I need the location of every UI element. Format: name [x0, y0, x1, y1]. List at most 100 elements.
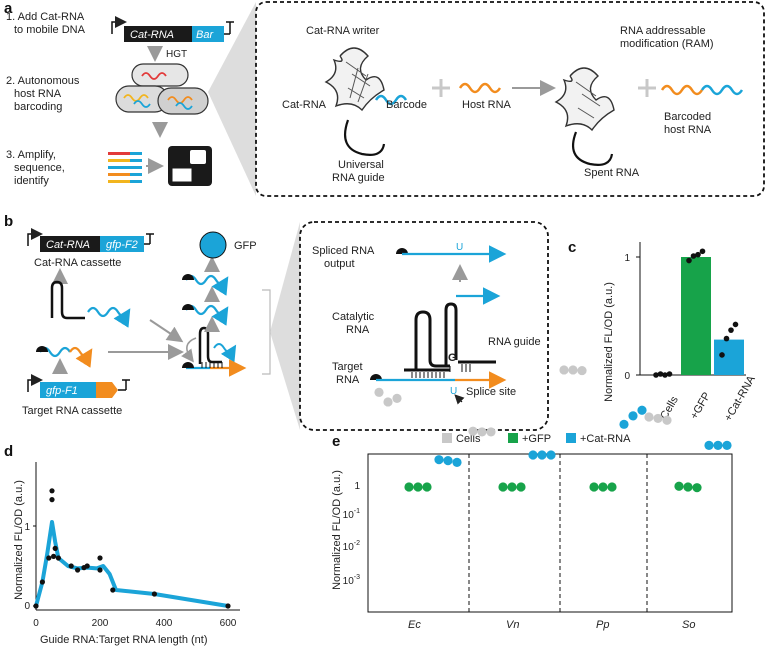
d-point-14: [110, 587, 116, 593]
d-point-2: [46, 555, 52, 561]
step-2-line-1: 2. Autonomous: [6, 75, 80, 87]
e-point-0-1-0: [468, 426, 478, 436]
d-point-5: [51, 553, 57, 560]
d-xlabel: Guide RNA:Target RNA length (nt): [40, 634, 208, 646]
universal-line-2: RNA guide: [332, 172, 385, 184]
e-point-2-3-0: [704, 440, 714, 450]
barcoded-host-wave: [660, 84, 704, 96]
e-point-2-2-2: [637, 405, 647, 415]
e-point-1-1-0: [498, 482, 508, 492]
legend-gfp: +GFP: [522, 433, 551, 445]
catrna-target-complex: [181, 326, 247, 377]
e-frame: [367, 453, 733, 613]
panel-b-inset: [299, 221, 549, 431]
c-point-0-0: [653, 372, 659, 378]
e-point-1-2-1: [598, 482, 608, 492]
d-point-6: [52, 545, 58, 552]
e-point-0-2-1: [568, 365, 578, 375]
e-point-0-1-2: [486, 427, 496, 437]
spent-label: Spent RNA: [584, 167, 640, 179]
e-point-2-0-2: [452, 457, 462, 467]
plus-icon-2: [638, 79, 656, 97]
panel-b-letter: b: [4, 213, 13, 230]
host-rna-label: Host RNA: [462, 99, 512, 111]
e-xtick-vn: Vn: [506, 619, 519, 631]
d-point-7: [55, 555, 62, 561]
target-line-2: RNA: [336, 374, 360, 386]
e-point-2-1-1: [537, 450, 547, 460]
step-1-line-2: to mobile DNA: [14, 24, 86, 36]
e-point-1-3-0: [674, 481, 684, 491]
e-legend: Cells +GFP +Cat-RNA: [442, 433, 631, 445]
legend-cells: Cells: [456, 433, 481, 445]
sequencing-reads-icon: [108, 152, 164, 183]
d-point-12: [97, 555, 103, 561]
e-ylabel: Normalized FL/OD (a.u.): [331, 470, 343, 590]
panel-c-letter: c: [568, 239, 576, 256]
e-point-1-0-1: [413, 482, 423, 492]
c-point-0-2: [662, 372, 668, 378]
d-series-line: [34, 520, 229, 608]
panel-e-letter: e: [332, 433, 340, 450]
e-point-0-2-2: [577, 365, 587, 376]
c-point-1-1: [690, 253, 697, 259]
d-point-9: [75, 567, 81, 573]
panel-e: e Cells +GFP +Cat-RNA Normalized FL/OD (…: [331, 365, 733, 631]
c-point-2-1: [723, 335, 730, 342]
step-1-line-1: 1. Add Cat-RNA: [6, 11, 85, 23]
d-plot-area: [33, 488, 231, 609]
d-xtick-1: 200: [92, 618, 109, 629]
c-point-0-1: [657, 371, 664, 377]
e-point-1-3-2: [692, 483, 702, 493]
d-xtick-3: 600: [220, 618, 237, 629]
target-line-1: Target: [332, 361, 363, 373]
e-point-2-3-1: [713, 440, 723, 450]
panel-a: a 1. Add Cat-RNA to mobile DNA 2. Autono…: [4, 0, 765, 197]
bacteria-cluster: [115, 63, 209, 115]
e-point-1-2-2: [607, 482, 617, 492]
b-cassette-label: Cat-RNA: [46, 239, 90, 251]
c-point-2-2: [728, 327, 734, 333]
spliced-line-1: Spliced RNA: [312, 245, 375, 257]
d-ytick-0: 0: [24, 601, 30, 612]
step-2-line-2: host RNA: [14, 88, 62, 100]
d-xtick-0: 0: [33, 618, 39, 629]
panel-d: d Normalized FL/OD (a.u.) 0 1 0 200 400 …: [4, 443, 240, 646]
cassette-bar: Bar: [196, 29, 214, 41]
e-xtick-pp: Pp: [596, 619, 609, 631]
hgt-label: HGT: [166, 49, 187, 60]
step-3-line-3: identify: [14, 175, 49, 187]
c-ytick-1: 1: [624, 253, 630, 264]
barcoded-tag-wave: [700, 84, 744, 96]
e-point-1-2-0: [589, 482, 599, 492]
d-point-11: [84, 563, 90, 569]
legend-gfp-swatch: [508, 433, 518, 443]
ram-line-2: modification (RAM): [620, 38, 714, 50]
c-bar-1: [681, 257, 711, 375]
c-bar-2: [714, 339, 744, 375]
inset-g: G: [448, 352, 457, 364]
catalytic-line-1: Catalytic: [332, 311, 375, 323]
panel-b: b Cat-RNA gfp-F2 Cat-RNA cassette gfp-F1…: [4, 213, 549, 431]
zoom-wedge-b: [270, 222, 300, 430]
barcoded-line-2: host RNA: [664, 124, 712, 136]
e-point-1-1-2: [516, 482, 526, 492]
ram-line-1: RNA addressable: [620, 25, 706, 37]
spent-rna-structure: [554, 67, 615, 166]
host-rna-wave: [458, 82, 502, 94]
spliced-line-2: output: [324, 258, 355, 270]
catrna-writer-structure: [324, 47, 386, 156]
c-xtick-1: +GFP: [688, 390, 713, 421]
e-point-2-0-0: [434, 455, 444, 465]
e-point-1-0-2: [422, 482, 432, 492]
catalytic-rna-structure: [404, 287, 501, 378]
c-point-2-0: [719, 352, 725, 358]
e-point-0-0-2: [392, 393, 402, 403]
e-point-2-1-0: [528, 450, 538, 460]
d-point-13: [97, 567, 103, 573]
d-point-8: [68, 563, 74, 569]
e-point-0-0-0: [374, 387, 384, 397]
e-ytick-3: 1: [354, 481, 360, 492]
d-ylabel: Normalized FL/OD (a.u.): [13, 480, 25, 600]
catrna-cassette-label: Cat-RNA cassette: [34, 257, 121, 269]
